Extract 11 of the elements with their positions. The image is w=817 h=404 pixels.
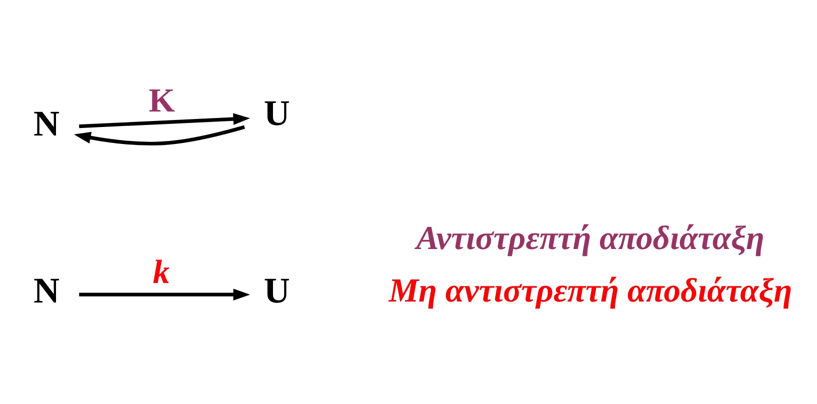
arrow [74, 124, 245, 145]
label: Αντιστρεπτή αποδιάταξη [416, 219, 764, 256]
node-text: U [264, 92, 290, 132]
arrow [79, 112, 250, 128]
node-text: U [264, 270, 290, 310]
edge-label: K [148, 82, 175, 119]
node-text: N [34, 270, 60, 310]
label: Μη αντιστρεπτή αποδιάταξη [388, 272, 792, 310]
node-text: N [34, 103, 60, 144]
edge-label: k [152, 254, 170, 291]
arrow [79, 288, 250, 300]
